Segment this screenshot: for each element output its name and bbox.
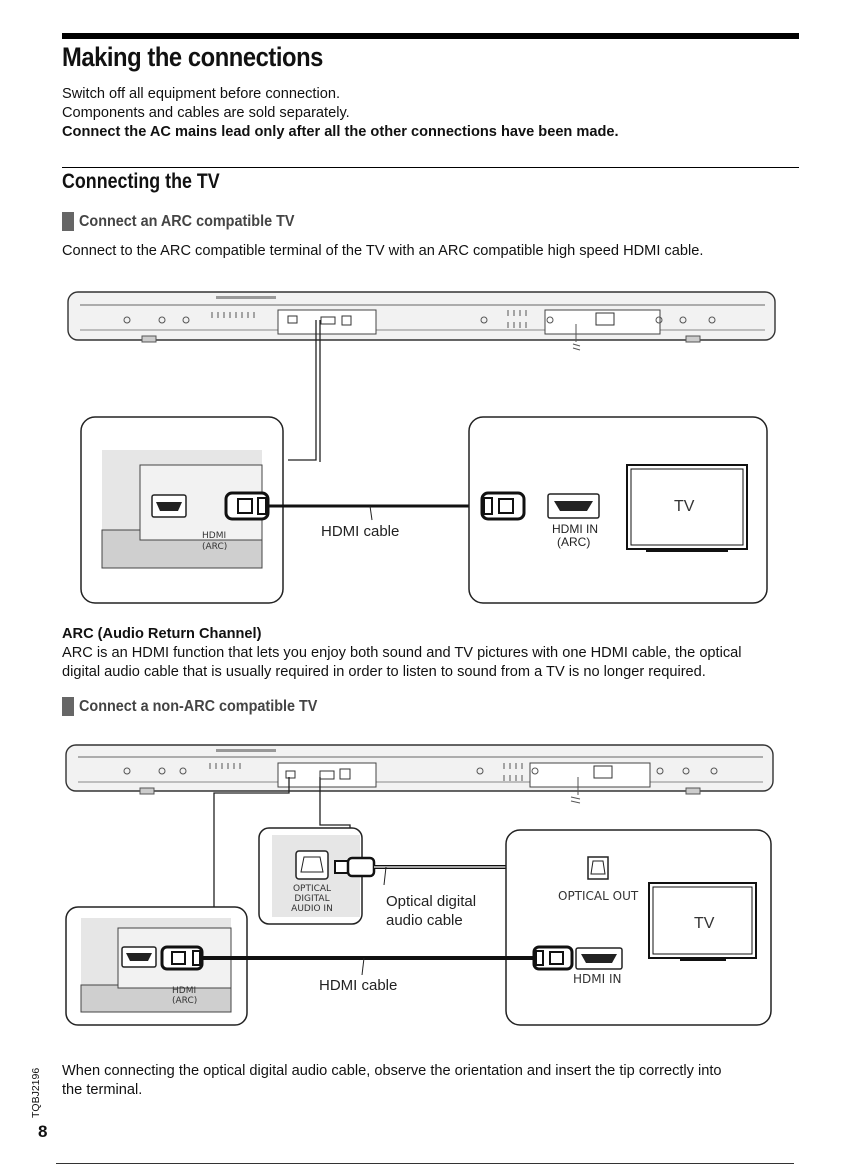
section-title: Connecting the TV xyxy=(62,170,220,193)
guide-line xyxy=(288,320,317,461)
tv-port-label-2: (ARC) xyxy=(557,535,590,549)
intro-warning: Connect the AC mains lead only after all… xyxy=(62,124,619,140)
optical-out-label: OPTICAL OUT xyxy=(558,889,639,903)
hdmi-port-icon xyxy=(151,494,187,518)
arc-connection-diagram: HDMI (ARC) HDMI cable HDMI IN (ARC) TV xyxy=(67,291,776,604)
page-number: 8 xyxy=(38,1122,48,1141)
bottom-rule xyxy=(56,1163,794,1164)
doc-code: TQBJ2196 xyxy=(30,1068,44,1128)
tv-icon-2 xyxy=(648,882,757,961)
optical-plug-left-icon xyxy=(334,856,376,878)
optical-cable-label-1: Optical digital xyxy=(386,893,476,910)
arc-note-title: ARC (Audio Return Channel) xyxy=(62,626,262,642)
soundbar-port-label-2: (ARC) xyxy=(202,542,227,552)
hdmi-label-1: HDMI xyxy=(172,986,196,996)
doc-code-text: TQBJ2196 xyxy=(30,1067,42,1118)
top-rule xyxy=(62,33,799,39)
optical-in-label-3: AUDIO IN xyxy=(291,904,333,914)
hdmi-plug-left-icon-2 xyxy=(160,945,204,971)
soundbar-rear-1 xyxy=(67,291,776,351)
intro-line-1: Switch off all equipment before connecti… xyxy=(62,86,340,102)
heading-marker xyxy=(62,697,74,716)
optical-in-label-1: OPTICAL xyxy=(293,884,331,894)
tv-icon xyxy=(626,464,748,552)
tv-hdmi-in-port-icon xyxy=(575,947,623,970)
optical-in-label-2: DIGITAL xyxy=(294,894,329,904)
heading-marker xyxy=(62,212,74,231)
tv-optical-port-icon xyxy=(587,856,609,880)
tv-callout xyxy=(468,416,768,604)
hdmi-plug-right-icon xyxy=(480,491,526,521)
footer-note-line-2: the terminal. xyxy=(62,1082,143,1098)
hdmi-plug-right-icon-2 xyxy=(532,945,574,971)
hdmi-cable-label-2: HDMI cable xyxy=(319,977,397,994)
optical-cable-label-2: audio cable xyxy=(386,912,463,929)
non-arc-heading-text: Connect a non-ARC compatible TV xyxy=(79,697,318,715)
hdmi-plug-left-icon xyxy=(224,491,270,521)
hdmi-port-icon-2 xyxy=(121,946,157,968)
tv-hdmi-port-icon xyxy=(547,493,600,519)
hdmi-cable-label: HDMI cable xyxy=(321,523,399,540)
non-arc-heading: Connect a non-ARC compatible TV xyxy=(62,697,344,716)
arc-instruction: Connect to the ARC compatible terminal o… xyxy=(62,243,704,259)
arc-note-line-2: digital audio cable that is usually requ… xyxy=(62,664,706,680)
tv-callout-2 xyxy=(505,829,772,1026)
page-title: Making the connections xyxy=(62,42,323,72)
soundbar-port-label-1: HDMI xyxy=(202,531,226,541)
arc-heading: Connect an ARC compatible TV xyxy=(62,212,318,231)
hdmi-in-label: HDMI IN xyxy=(573,972,622,986)
arc-heading-text: Connect an ARC compatible TV xyxy=(79,212,295,230)
tv-label-2: TV xyxy=(694,915,715,932)
soundbar-rear-2 xyxy=(65,744,774,804)
tv-label: TV xyxy=(674,498,695,515)
optical-port-icon xyxy=(295,850,329,880)
tv-port-label-1: HDMI IN xyxy=(552,522,598,536)
intro-line-2: Components and cables are sold separatel… xyxy=(62,105,350,121)
arc-note-line-1: ARC is an HDMI function that lets you en… xyxy=(62,645,742,661)
hdmi-label-2: (ARC) xyxy=(172,996,197,1006)
footer-note-line-1: When connecting the optical digital audi… xyxy=(62,1063,722,1079)
non-arc-connection-diagram: OPTICAL DIGITAL AUDIO IN Optical digital… xyxy=(65,744,774,1026)
section-rule xyxy=(62,167,799,168)
